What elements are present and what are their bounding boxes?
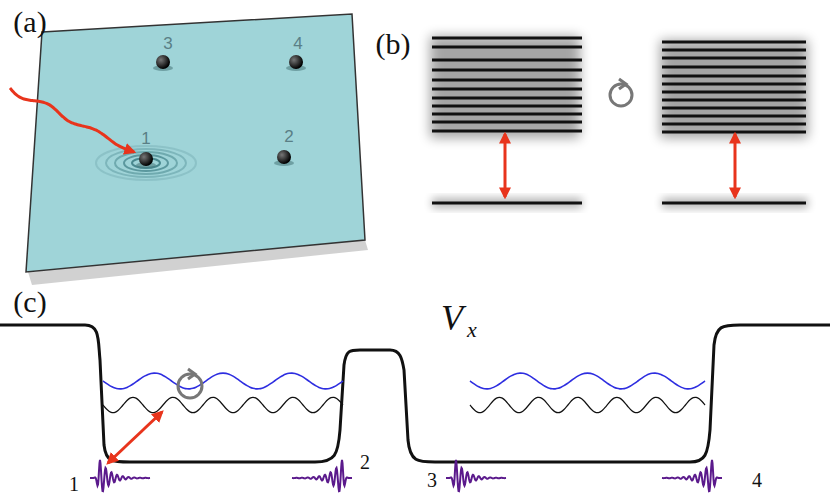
callout-number: 1: [141, 130, 150, 147]
photon-arrow: [10, 88, 134, 152]
transition-arrow: [108, 412, 162, 463]
callout-number: 2: [360, 452, 370, 472]
callout-number: 3: [163, 35, 172, 52]
ripples: [96, 146, 196, 180]
transition-arrow: [504, 134, 507, 197]
level-shadow: [660, 40, 808, 138]
potential-symbol: V: [441, 300, 463, 336]
callout-number: 4: [752, 470, 762, 490]
ground-level: [432, 202, 582, 205]
energy-levels: [432, 38, 806, 132]
cycle-symbol: [610, 79, 632, 106]
transition-arrow: [734, 134, 737, 197]
callout-number: 1: [69, 474, 79, 494]
potential-curve: [0, 325, 830, 462]
callout-number: 2: [284, 128, 293, 145]
panel-label: (b): [376, 29, 411, 59]
panel-label: (c): [13, 287, 46, 317]
callout-number: 3: [427, 470, 437, 490]
panel-label: (a): [13, 7, 46, 37]
sheet: [26, 14, 365, 272]
ground-level: [662, 202, 806, 205]
level-shadow: [662, 198, 808, 208]
level-shadow: [432, 198, 582, 208]
cycle-symbol: [178, 369, 202, 398]
edge-wavepackets: [90, 460, 722, 491]
callout-number: 4: [293, 35, 302, 52]
adatoms: [136, 55, 306, 168]
wavefunctions: [103, 373, 705, 413]
potential-subscript: x: [467, 319, 477, 341]
